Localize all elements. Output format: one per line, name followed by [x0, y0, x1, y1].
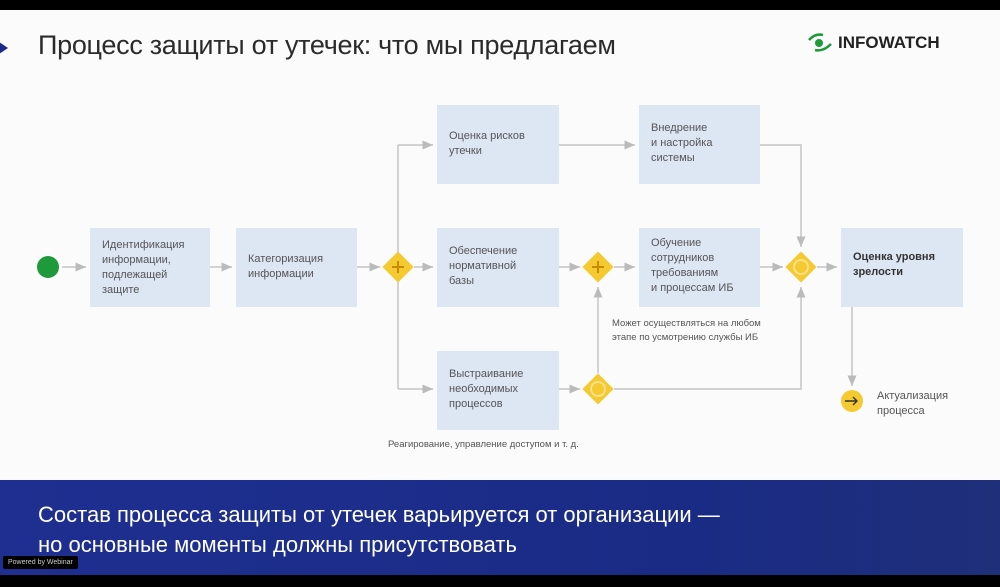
parallel-gateway-training: [582, 251, 614, 283]
inclusive-gateway-processes: [582, 373, 614, 405]
step-deploy: Внедрение и настройка системы: [639, 105, 760, 184]
step-processes: Выстраивание необходимых процессов: [437, 351, 559, 430]
inclusive-gateway-merge: [785, 251, 817, 283]
step-categorize: Категоризация информации: [236, 228, 357, 307]
eye-icon: [808, 33, 832, 52]
logo-text: INFOWATCH: [838, 33, 940, 52]
note-processes: Реагирование, управление доступом и т. д…: [388, 439, 579, 450]
step-training: Обучение сотрудников требованиям и проце…: [639, 228, 760, 307]
step-maturity: Оценка уровня зрелости: [841, 228, 963, 307]
page-title: Процесс защиты от утечек: что мы предлаг…: [38, 30, 616, 60]
powered-by-badge[interactable]: Powered by Webinar: [3, 556, 78, 569]
summary-band: Состав процесса защиты от утечек варьиру…: [0, 480, 1000, 575]
step-normative-base: Обеспечение нормативной базы: [437, 228, 559, 307]
note-training: Может осуществляться на любом этапе по у…: [612, 318, 761, 343]
end-event-arrow-icon: [841, 390, 863, 412]
start-event: [37, 256, 59, 278]
flow-connectors: [37, 140, 863, 412]
title-marker: [0, 36, 8, 60]
infowatch-logo: INFOWATCH: [805, 32, 940, 54]
end-label: Актуализация процесса: [877, 390, 949, 417]
step-risk-assessment: Оценка рисков утечки: [437, 105, 559, 184]
parallel-gateway-split: [382, 251, 414, 283]
summary-text: Состав процесса защиты от утечек варьиру…: [38, 502, 720, 557]
step-identify: Идентификация информации, подлежащей защ…: [90, 228, 210, 307]
